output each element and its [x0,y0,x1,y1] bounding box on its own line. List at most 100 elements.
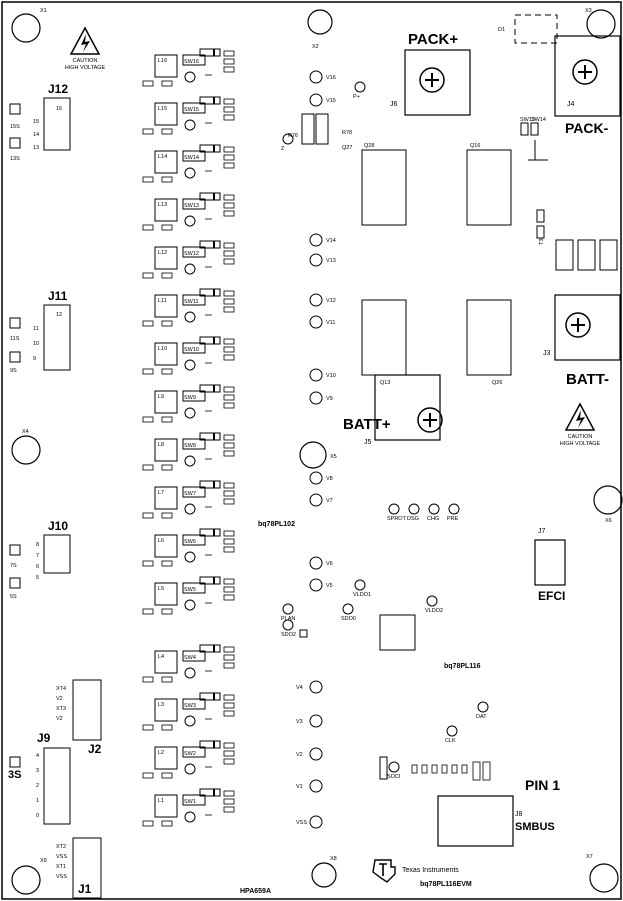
caution-line1: CAUTION [73,58,98,64]
testpoint-label: V3 [296,719,303,725]
fet-label: Q13 [380,380,390,386]
inductor-label: L2 [158,750,164,756]
svg-text:5S: 5S [10,594,17,600]
svg-text:11S: 11S [10,336,20,342]
caution-line1: CAUTION [568,434,593,440]
part-number: HPA659A [240,888,271,895]
switch-label: SW2 [184,751,196,757]
svg-text:15: 15 [33,119,39,125]
warning-triangle-icon [69,26,101,55]
svg-text:1: 1 [36,798,39,804]
testpoint-label: PLAN [281,616,295,622]
svg-text:3S: 3S [8,769,21,781]
cell-circuit: L2 SW2 [142,740,235,779]
switch-label: SW9 [184,395,196,401]
svg-text:7: 7 [36,553,39,559]
batt-plus-label: BATT+ [343,416,391,433]
connector-id: J9 [37,731,51,745]
svg-text:3: 3 [36,768,39,774]
svg-text:VSS: VSS [56,854,67,860]
diode-d1: D1 [498,14,558,44]
svg-text:16: 16 [56,106,62,112]
inductor-label: L4 [158,654,164,660]
inductor-label: L14 [158,154,167,160]
fet-pads [301,113,512,376]
caution-warning-right: CAUTION HIGH VOLTAGE [560,402,601,447]
inductor-label: L10 [158,346,167,352]
inductor-label: L6 [158,538,164,544]
jack-labels: J6 J4 J5 J3 J7 J8 [364,101,575,818]
svg-text:XT4: XT4 [56,686,66,692]
switch-label: SW6 [184,539,196,545]
svg-text:10: 10 [33,341,39,347]
inductor-label: L11 [158,298,167,304]
testpoint-label: V8 [326,476,333,482]
connector-id: J2 [88,742,102,756]
svg-text:T3: T3 [539,239,545,245]
switch-label: SW8 [184,443,196,449]
fet-label: Q27 [342,145,352,151]
testpoint-label: CLK [445,738,456,744]
switch-label: SW4 [184,655,196,661]
svg-text:D1: D1 [498,27,505,33]
svg-text:0: 0 [36,813,39,819]
svg-text:5: 5 [36,575,39,581]
fiducial-label: X3 [585,8,592,14]
fet-label: Q28 [364,143,374,149]
svg-text:4: 4 [36,753,39,759]
fet-label: Q16 [470,143,480,149]
inductor-label: L16 [158,58,167,64]
screw-icon [572,59,598,85]
testpoint-label: V15 [326,98,336,104]
cell-circuit: L6 SW6 [142,528,235,567]
caution-line2: HIGH VOLTAGE [65,65,106,71]
svg-text:11: 11 [33,326,39,332]
screw-icon [419,67,445,93]
svg-text:15S: 15S [10,124,20,130]
caution-warning-top: CAUTION HIGH VOLTAGE [65,26,106,71]
pin1-label: PIN 1 [525,777,560,793]
rsense-labels: T3 SW13 SW14 [520,117,546,245]
cell-circuit: L8 SW8 [142,432,235,471]
svg-text:14: 14 [33,132,39,138]
svg-text:XT1: XT1 [56,864,66,870]
inductor-label: L9 [158,394,164,400]
testpoint-label: V12 [326,298,336,304]
screw-icon [417,407,443,433]
smbus-label: SMBUS [515,821,555,833]
testpoint-label: VLDO2 [425,608,443,614]
testpoint-label: V1 [296,784,303,790]
svg-text:VSS: VSS [56,874,67,880]
testpoint-label: DSG [407,516,419,522]
testpoint-label: PRE [447,516,459,522]
cell-circuit: L4 SW4 [142,644,235,683]
jack-label: J4 [567,101,575,108]
svg-text:9: 9 [33,356,36,362]
connector-id: J10 [48,519,68,533]
switch-label: SW7 [184,491,196,497]
cell-circuit: L7 SW7 [142,480,235,519]
jack-label: J8 [515,811,523,818]
inductor-label: L7 [158,490,164,496]
testpoint-label: V7 [326,498,333,504]
testpoint-label: V11 [326,320,335,326]
testpoint-label: V10 [326,373,336,379]
connector-pin-labels: 16 15 14 13 15S 13S 12 11 10 9 11S 9S 8 … [8,106,67,880]
fiducial-label: X2 [312,44,319,50]
testpoint-label: DAT [476,714,487,720]
testpoint-label: V4 [296,685,303,691]
lightning-icon [81,34,90,52]
svg-text:6: 6 [36,564,39,570]
testpoint-label: SDO2 [281,632,296,638]
screw-icons [417,59,598,433]
efci-label: EFCI [538,589,565,603]
inductor-label: L8 [158,442,164,448]
